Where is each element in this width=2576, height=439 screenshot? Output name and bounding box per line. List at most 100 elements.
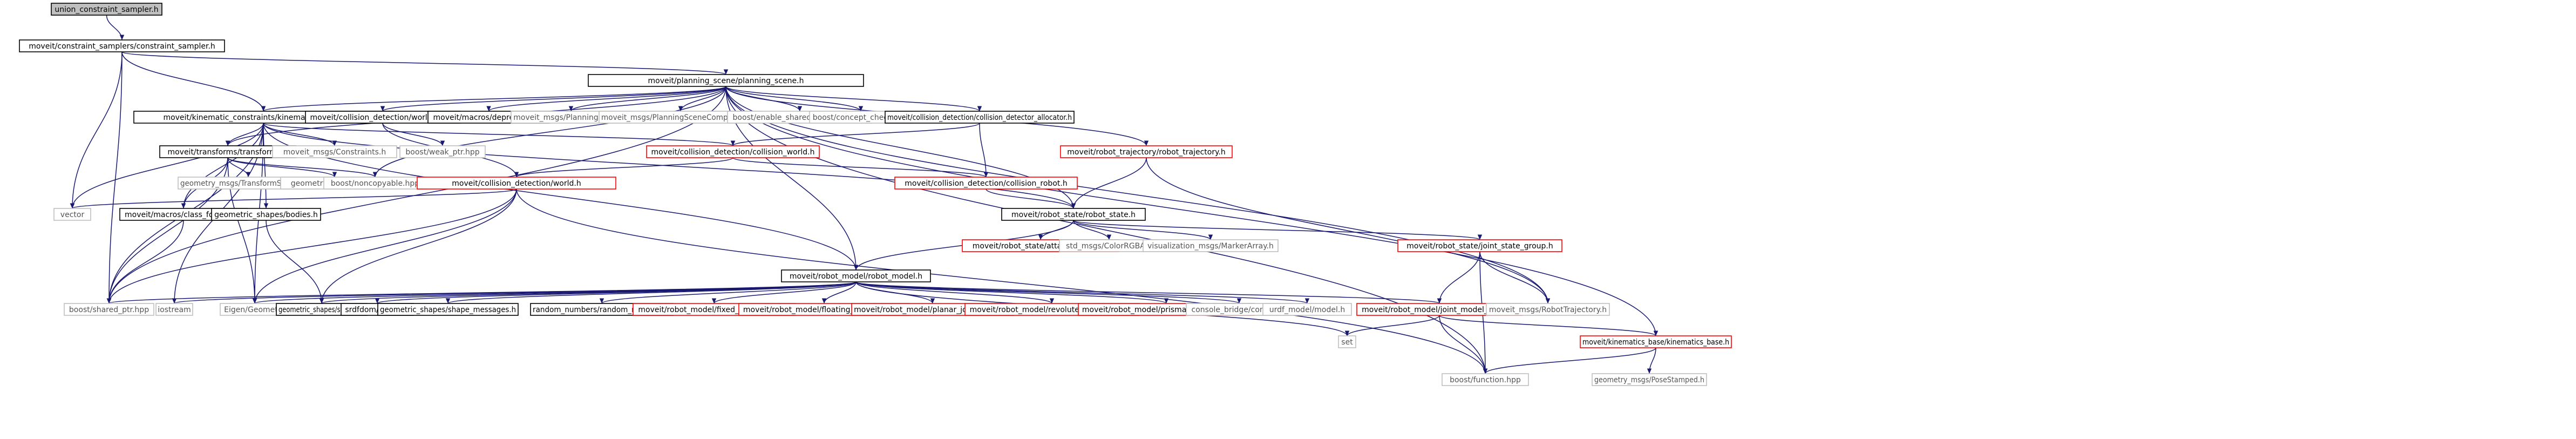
node-label: moveit_msgs/Constraints.h	[283, 148, 386, 157]
node-label: moveit/collision_detection/world.h	[452, 179, 581, 188]
nodes: union_constraint_sampler.h moveit/constra…	[19, 3, 1732, 386]
node-box	[1486, 303, 1610, 316]
node-label: boost/weak_ptr.hpp	[405, 148, 479, 157]
dependency-edge	[227, 157, 378, 178]
node-box	[377, 303, 519, 316]
node-label: boost/function.hpp	[1450, 376, 1521, 384]
header-node-n48: boost/function.hpp	[1442, 373, 1529, 386]
dependency-edge	[1439, 315, 1488, 374]
node-box	[399, 145, 486, 158]
dependency-edge	[725, 86, 982, 112]
header-node-n29[interactable]: moveit/robot_model/robot_model.h	[781, 269, 931, 282]
node-box	[53, 208, 91, 221]
edges	[70, 15, 1659, 374]
dependency-edge	[486, 86, 726, 112]
dependency-edge	[979, 123, 989, 178]
dependency-edge	[725, 86, 864, 112]
header-node-n49: geometry_msgs/PoseStamped.h	[1592, 373, 1707, 386]
node-box	[1143, 239, 1279, 252]
node-label: iostream	[158, 306, 191, 314]
dependency-edge	[121, 51, 728, 75]
header-node-n0[interactable]: union_constraint_sampler.h	[51, 3, 162, 16]
header-node-n19[interactable]: moveit/collision_detection/world.h	[417, 177, 616, 190]
dependency-edge	[1344, 315, 1440, 336]
node-box	[155, 303, 193, 316]
dependency-edge	[107, 281, 857, 304]
dependency-edge	[731, 123, 980, 146]
dependency-edge	[600, 281, 857, 304]
header-node-n46: set	[1338, 335, 1356, 348]
header-node-n1[interactable]: moveit/constraint_samplers/constraint_sa…	[19, 39, 225, 52]
header-node-n47[interactable]: moveit/kinematics_base/kinematics_base.h	[1580, 335, 1732, 348]
header-node-n15[interactable]: moveit/robot_trajectory/robot_trajectory…	[1060, 145, 1233, 158]
dependency-edge	[821, 281, 857, 304]
dependency-edge	[227, 157, 251, 178]
header-node-n32: Eigen/Geometry	[220, 303, 290, 316]
node-label: boost/noncopyable.hpp	[331, 179, 419, 188]
node-label: moveit/kinematics_base/kinematics_base.h	[1582, 338, 1729, 347]
header-node-n20[interactable]: moveit/collision_detection/collision_rob…	[894, 177, 1078, 190]
node-label: moveit/robot_state/robot_state.h	[1011, 211, 1136, 219]
header-node-n21: vector	[53, 208, 91, 221]
header-node-n35[interactable]: geometric_shapes/shape_messages.h	[377, 303, 519, 316]
dependency-edge	[227, 157, 337, 178]
dependency-edge	[1073, 220, 1112, 240]
dependency-edge	[372, 86, 726, 178]
node-box	[272, 145, 397, 158]
node-box	[417, 177, 616, 190]
dependency-edge	[382, 123, 445, 146]
node-box	[1060, 145, 1233, 158]
node-label: urdf_model/model.h	[1269, 306, 1345, 314]
node-label: moveit/robot_state/joint_state_group.h	[1406, 242, 1553, 251]
header-node-n28[interactable]: moveit/robot_state/joint_state_group.h	[1397, 239, 1562, 252]
dependency-edge	[446, 281, 857, 304]
node-label: Eigen/Geometry	[224, 306, 286, 314]
header-node-n10[interactable]: moveit/collision_detection/collision_det…	[885, 111, 1075, 124]
dependency-edge	[678, 86, 726, 112]
dependency-edge	[319, 188, 517, 304]
dependency-edge	[106, 51, 123, 304]
dependency-edge	[1439, 315, 1658, 336]
dependency-edge	[1647, 347, 1656, 374]
node-box	[781, 269, 931, 282]
dependency-edge	[855, 281, 1442, 304]
dependency-edge	[106, 86, 726, 304]
dependency-edge	[1479, 251, 1551, 304]
dependency-edge	[1073, 220, 1482, 240]
node-box	[1262, 303, 1352, 316]
header-node-n12: moveit_msgs/Constraints.h	[272, 145, 397, 158]
node-box	[1592, 373, 1707, 386]
dependency-edge	[985, 188, 1076, 209]
dependency-edge	[1038, 220, 1074, 240]
node-label: geometric_shapes/shape_messages.h	[380, 306, 516, 314]
header-node-n24[interactable]: moveit/robot_state/robot_state.h	[1001, 208, 1146, 221]
node-box	[885, 111, 1075, 124]
header-node-n2[interactable]: moveit/planning_scene/planning_scene.h	[588, 74, 864, 87]
node-label: vector	[60, 211, 85, 219]
node-label: geometric_shapes/bodies.h	[214, 211, 318, 219]
node-box	[1442, 373, 1529, 386]
header-node-n7: moveit_msgs/PlanningSceneComponents.h	[599, 111, 763, 124]
header-node-n4[interactable]: moveit/collision_detection/world_diff.h	[305, 111, 460, 124]
dependency-edge	[855, 281, 1168, 304]
dependency-edge	[1146, 157, 1551, 304]
node-label: moveit/robot_model/joint_model_group.h	[1362, 306, 1517, 314]
dependency-edge	[855, 281, 1241, 304]
header-node-n31: iostream	[155, 303, 193, 316]
node-box	[646, 145, 820, 158]
header-node-n23[interactable]: geometric_shapes/bodies.h	[211, 208, 321, 221]
dependency-edge	[261, 86, 726, 112]
header-node-n14[interactable]: moveit/collision_detection/collision_wor…	[646, 145, 820, 158]
node-box	[51, 3, 162, 16]
node-box	[64, 303, 154, 316]
node-box	[1001, 208, 1146, 221]
dependency-edge	[320, 281, 857, 304]
dependency-edge	[181, 123, 264, 209]
node-box	[19, 39, 225, 52]
node-box	[894, 177, 1078, 190]
header-node-n44[interactable]: moveit/robot_model/joint_model_group.h	[1356, 303, 1523, 316]
dependency-edge	[855, 281, 1055, 304]
dependency-edge	[568, 86, 726, 112]
node-label: visualization_msgs/MarkerArray.h	[1147, 242, 1274, 251]
